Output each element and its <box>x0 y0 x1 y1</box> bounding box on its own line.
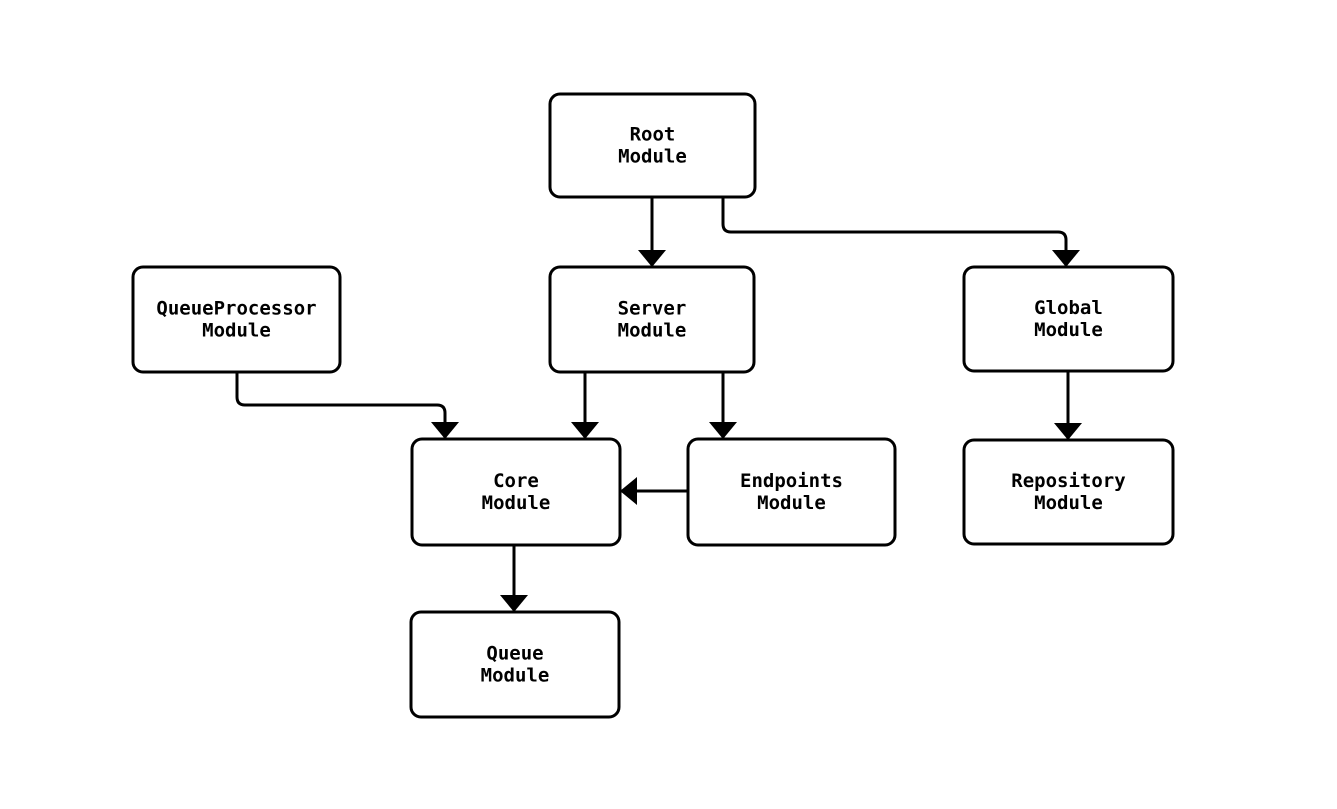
node-label-line: Module <box>202 320 271 342</box>
node-core-module-box <box>410 437 622 547</box>
node-label-line: QueueProcessor <box>156 298 316 320</box>
node-global-module-box <box>962 265 1175 373</box>
node-label-line: Module <box>1034 319 1103 341</box>
node-label-line: Module <box>757 492 826 514</box>
node-label-line: Module <box>482 492 551 514</box>
node-label-line: Server <box>618 298 687 320</box>
node-label-line: Queue <box>486 643 543 665</box>
node-root-module-box <box>548 92 757 199</box>
node-label-line: Global <box>1034 297 1103 319</box>
node-label-line: Endpoints <box>740 470 843 492</box>
node-server-module-box <box>548 265 756 374</box>
node-label-line: Repository <box>1011 470 1125 492</box>
node-endpoints-module-box <box>686 437 897 547</box>
node-queueprocessor-module-box <box>131 265 342 374</box>
node-label-line: Core <box>493 470 539 492</box>
node-repository-module-box <box>962 438 1175 546</box>
node-label-line: Module <box>618 146 687 168</box>
node-label-line: Root <box>630 124 676 146</box>
edge-root-to-global <box>721 197 1080 267</box>
node-label-line: Module <box>618 320 687 342</box>
node-label-line: Module <box>1034 492 1103 514</box>
edges-layer <box>235 197 1082 612</box>
node-label-line: Module <box>481 665 550 687</box>
edge-queueprocessor-to-core <box>235 372 459 439</box>
node-queue-module-box <box>409 610 621 719</box>
